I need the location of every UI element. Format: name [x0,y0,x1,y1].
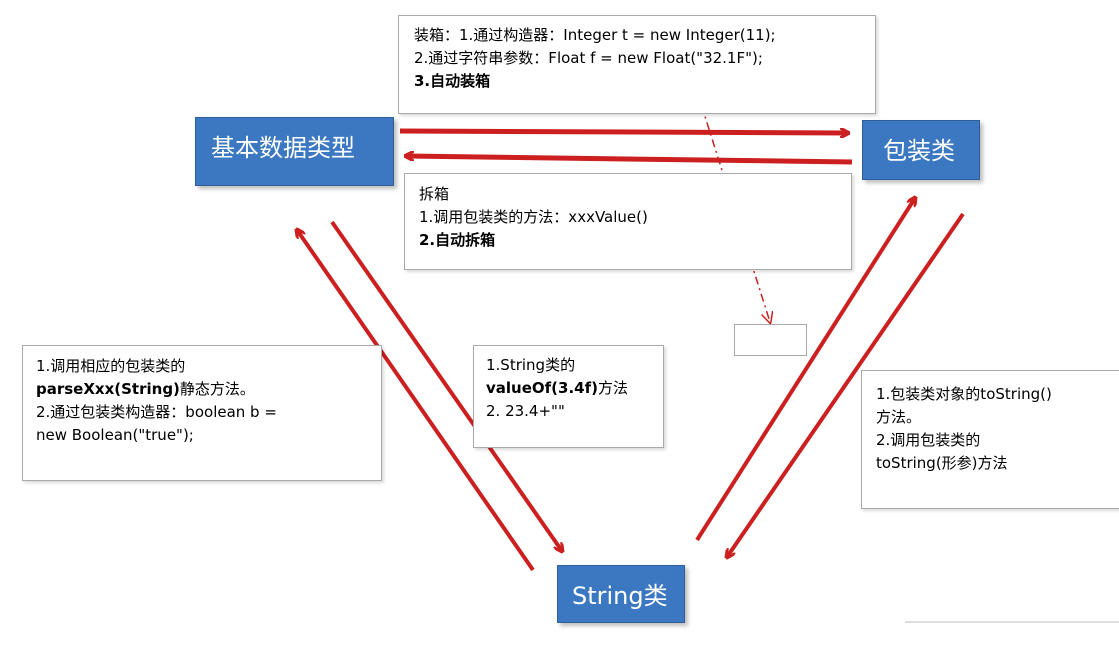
pts-line2: valueOf(3.4f)方法 [486,377,663,400]
wts-line4: toString(形参)方法 [876,454,1008,472]
primitive-to-string-note: 1.String类的 valueOf(3.4f)方法 2. 23.4+"" [473,345,664,448]
unboxing-arrow [406,156,853,165]
boxing-arrow [399,131,848,133]
node-wrapper-class: 包装类 [862,120,980,180]
stp-line1: 1.调用相应的包装类的 [36,357,186,375]
unboxing-note: 拆箱 1.调用包装类的方法：xxxValue() 2.自动拆箱 [404,173,852,270]
wts-line1: 1.包装类对象的toString() [876,385,1052,403]
node-wrapper-label: 包装类 [883,137,955,165]
pts-line1: 1.String类的 [486,356,576,374]
primitive-to-string-arrow [330,220,562,551]
stp-line4: new Boolean("true"); [36,426,194,444]
node-string-class: String类 [557,565,685,623]
wts-line2: 方法。 [876,408,922,426]
stp-line2-rest: 静态方法。 [179,380,255,398]
node-string-label: String类 [572,582,668,610]
boxing-note-line2: 2.通过字符串参数：Float f = new Float("32.1F"); [414,49,763,67]
string-to-primitive-arrow [297,230,535,572]
stp-line2: parseXxx(String)静态方法。 [36,378,381,401]
stp-line3: 2.通过包装类构造器：boolean b = [36,403,277,421]
unboxing-note-line1: 1.调用包装类的方法：xxxValue() [419,208,648,226]
boxing-note-line1: 装箱：1.通过构造器：Integer t = new Integer(11); [414,26,776,44]
stp-line2-method: parseXxx(String) [36,380,180,398]
unboxing-note-title: 拆箱 [419,185,450,203]
boxing-note-line3: 3.自动装箱 [414,72,491,90]
pts-line2-rest: 方法 [597,379,628,397]
float-pointer [695,87,770,322]
boxing-note: 装箱：1.通过构造器：Integer t = new Integer(11); … [398,15,876,114]
empty-target-box [734,324,807,356]
wrapper-to-string-note: 1.包装类对象的toString() 方法。 2.调用包装类的 toString… [861,370,1119,509]
node-primitive-label: 基本数据类型 [211,134,355,162]
unboxing-note-line2: 2.自动拆箱 [419,231,496,249]
string-to-wrapper-arrow [695,198,915,542]
node-primitive-types: 基本数据类型 [195,117,394,186]
string-to-primitive-note: 1.调用相应的包装类的 parseXxx(String)静态方法。 2.通过包装… [22,345,382,481]
wts-line3: 2.调用包装类的 [876,431,981,449]
pts-line2-method: valueOf(3.4f) [486,379,598,397]
wrapper-to-string-arrow [727,212,965,557]
pts-line3: 2. 23.4+"" [486,402,565,420]
